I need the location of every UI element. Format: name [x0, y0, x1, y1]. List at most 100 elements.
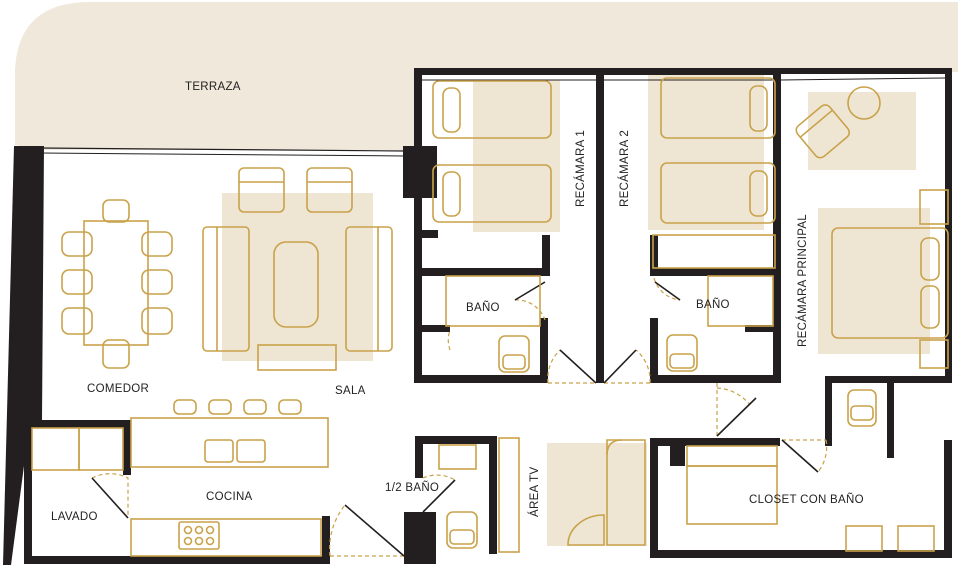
closet-left-inner — [670, 446, 685, 466]
armchair — [306, 167, 353, 213]
tv-chair-round — [567, 514, 605, 546]
closet-left-wall — [650, 438, 658, 558]
bar-stool — [173, 399, 197, 415]
kitchen-bottom-wall — [24, 556, 330, 564]
halfbath-column — [404, 512, 436, 564]
halfbath-left-wall — [415, 436, 423, 478]
bedroom2-bath-top — [650, 268, 781, 276]
bath2-bottom — [650, 375, 781, 383]
halfbath-right-wall — [489, 436, 497, 554]
shower — [707, 275, 774, 327]
bedroom1-bath-top — [414, 268, 550, 276]
furniture — [31, 77, 949, 557]
bath2-door-arc — [653, 277, 681, 301]
label-recamara-2: RECÁMARA 2 — [618, 130, 631, 207]
tv-cabinet — [498, 437, 520, 553]
toilet — [446, 511, 478, 549]
dining-chair — [141, 269, 173, 295]
master-rug-top — [808, 92, 916, 170]
bath1-inner-arc — [447, 329, 451, 351]
vanity — [897, 525, 935, 552]
dining-chair — [102, 339, 130, 369]
sofa-right — [345, 226, 393, 352]
bed — [432, 164, 552, 223]
left-exterior-wall — [3, 146, 44, 565]
armchair — [238, 167, 285, 213]
bedroom2-right-wall — [773, 68, 781, 383]
kitchen-right-stub — [322, 516, 330, 564]
left-exterior-wall-inner — [20, 190, 38, 420]
master-top-edge — [780, 68, 950, 74]
terrace-area — [15, 2, 958, 150]
nightstand — [919, 189, 949, 225]
toilet — [498, 335, 530, 373]
bar-stool — [278, 399, 302, 415]
living-rug — [222, 193, 373, 361]
doors — [91, 277, 828, 557]
nightstand — [919, 339, 949, 369]
bedroom1-bath-right — [542, 235, 550, 276]
dryer — [78, 427, 124, 471]
closet-door-arc — [782, 439, 828, 473]
label-recamara-principal: RECÁMARA PRINCIPAL — [796, 214, 809, 347]
bed — [660, 162, 776, 224]
master-door-arc — [716, 383, 751, 436]
lounge-chair — [795, 104, 851, 159]
closet-shelf — [686, 465, 778, 525]
tv-console — [257, 344, 337, 371]
label-terraza: TERRAZA — [185, 81, 241, 93]
bed — [432, 80, 552, 139]
label-sala: SALA — [335, 385, 366, 397]
laundry-door-arc — [91, 473, 129, 518]
bath1-right-wall — [540, 318, 548, 383]
window-lines — [422, 77, 946, 81]
dining-chair — [61, 269, 93, 295]
closet-right-wall — [944, 440, 952, 558]
terrace-railing — [39, 147, 406, 152]
bedroom1-door-arc — [547, 349, 596, 384]
walls — [3, 68, 952, 565]
label-bano-2: BAÑO — [696, 298, 730, 311]
room-labels: TERRAZA COMEDOR SALA COCINA LAVADO 1/2 B… — [51, 81, 864, 523]
bath1-door-arc — [514, 299, 546, 321]
master-inner-wall — [825, 376, 832, 446]
coffee-table — [273, 241, 319, 328]
label-recamara-1: RECÁMARA 1 — [574, 130, 587, 207]
master-bottom-wall — [825, 376, 952, 383]
tv-armchair — [606, 439, 646, 546]
label-medio-bano: 1/2 BAÑO — [385, 481, 439, 494]
master-rug-bed — [818, 208, 930, 354]
label-bano-1: BAÑO — [466, 301, 500, 314]
bedroom1-bottom — [414, 375, 548, 383]
halfbath-door-arc — [422, 474, 456, 481]
kitchen-counter — [130, 518, 322, 557]
sofa-left — [202, 226, 250, 352]
toilet — [666, 334, 698, 372]
dining-chair — [61, 307, 93, 335]
master-bed — [831, 227, 949, 339]
dining-table — [83, 220, 149, 346]
bar-stool — [243, 399, 267, 415]
bedroom2-door-arc — [604, 349, 651, 384]
bottom-exterior-wall — [650, 550, 952, 558]
dining-chair — [141, 231, 173, 257]
kitchen-island — [130, 417, 329, 468]
bar-stool — [208, 399, 232, 415]
dining-chair — [141, 307, 173, 335]
label-comedor: COMEDOR — [87, 383, 149, 395]
bedroom1-left-mid — [422, 230, 438, 238]
side-table — [847, 86, 881, 120]
bedroom2-top-edge — [600, 68, 780, 75]
bedroom1-rug — [473, 80, 560, 232]
sink — [204, 439, 234, 463]
center-partition — [596, 68, 604, 383]
dining-chair — [102, 199, 130, 223]
sink — [236, 439, 266, 463]
bedroom2-rug — [648, 74, 764, 230]
entry-door-arc — [329, 504, 404, 557]
kitchen-top-wall — [24, 420, 131, 428]
bath1-inner — [420, 325, 450, 332]
washer — [31, 427, 80, 471]
bath2-left-wall — [650, 318, 658, 383]
